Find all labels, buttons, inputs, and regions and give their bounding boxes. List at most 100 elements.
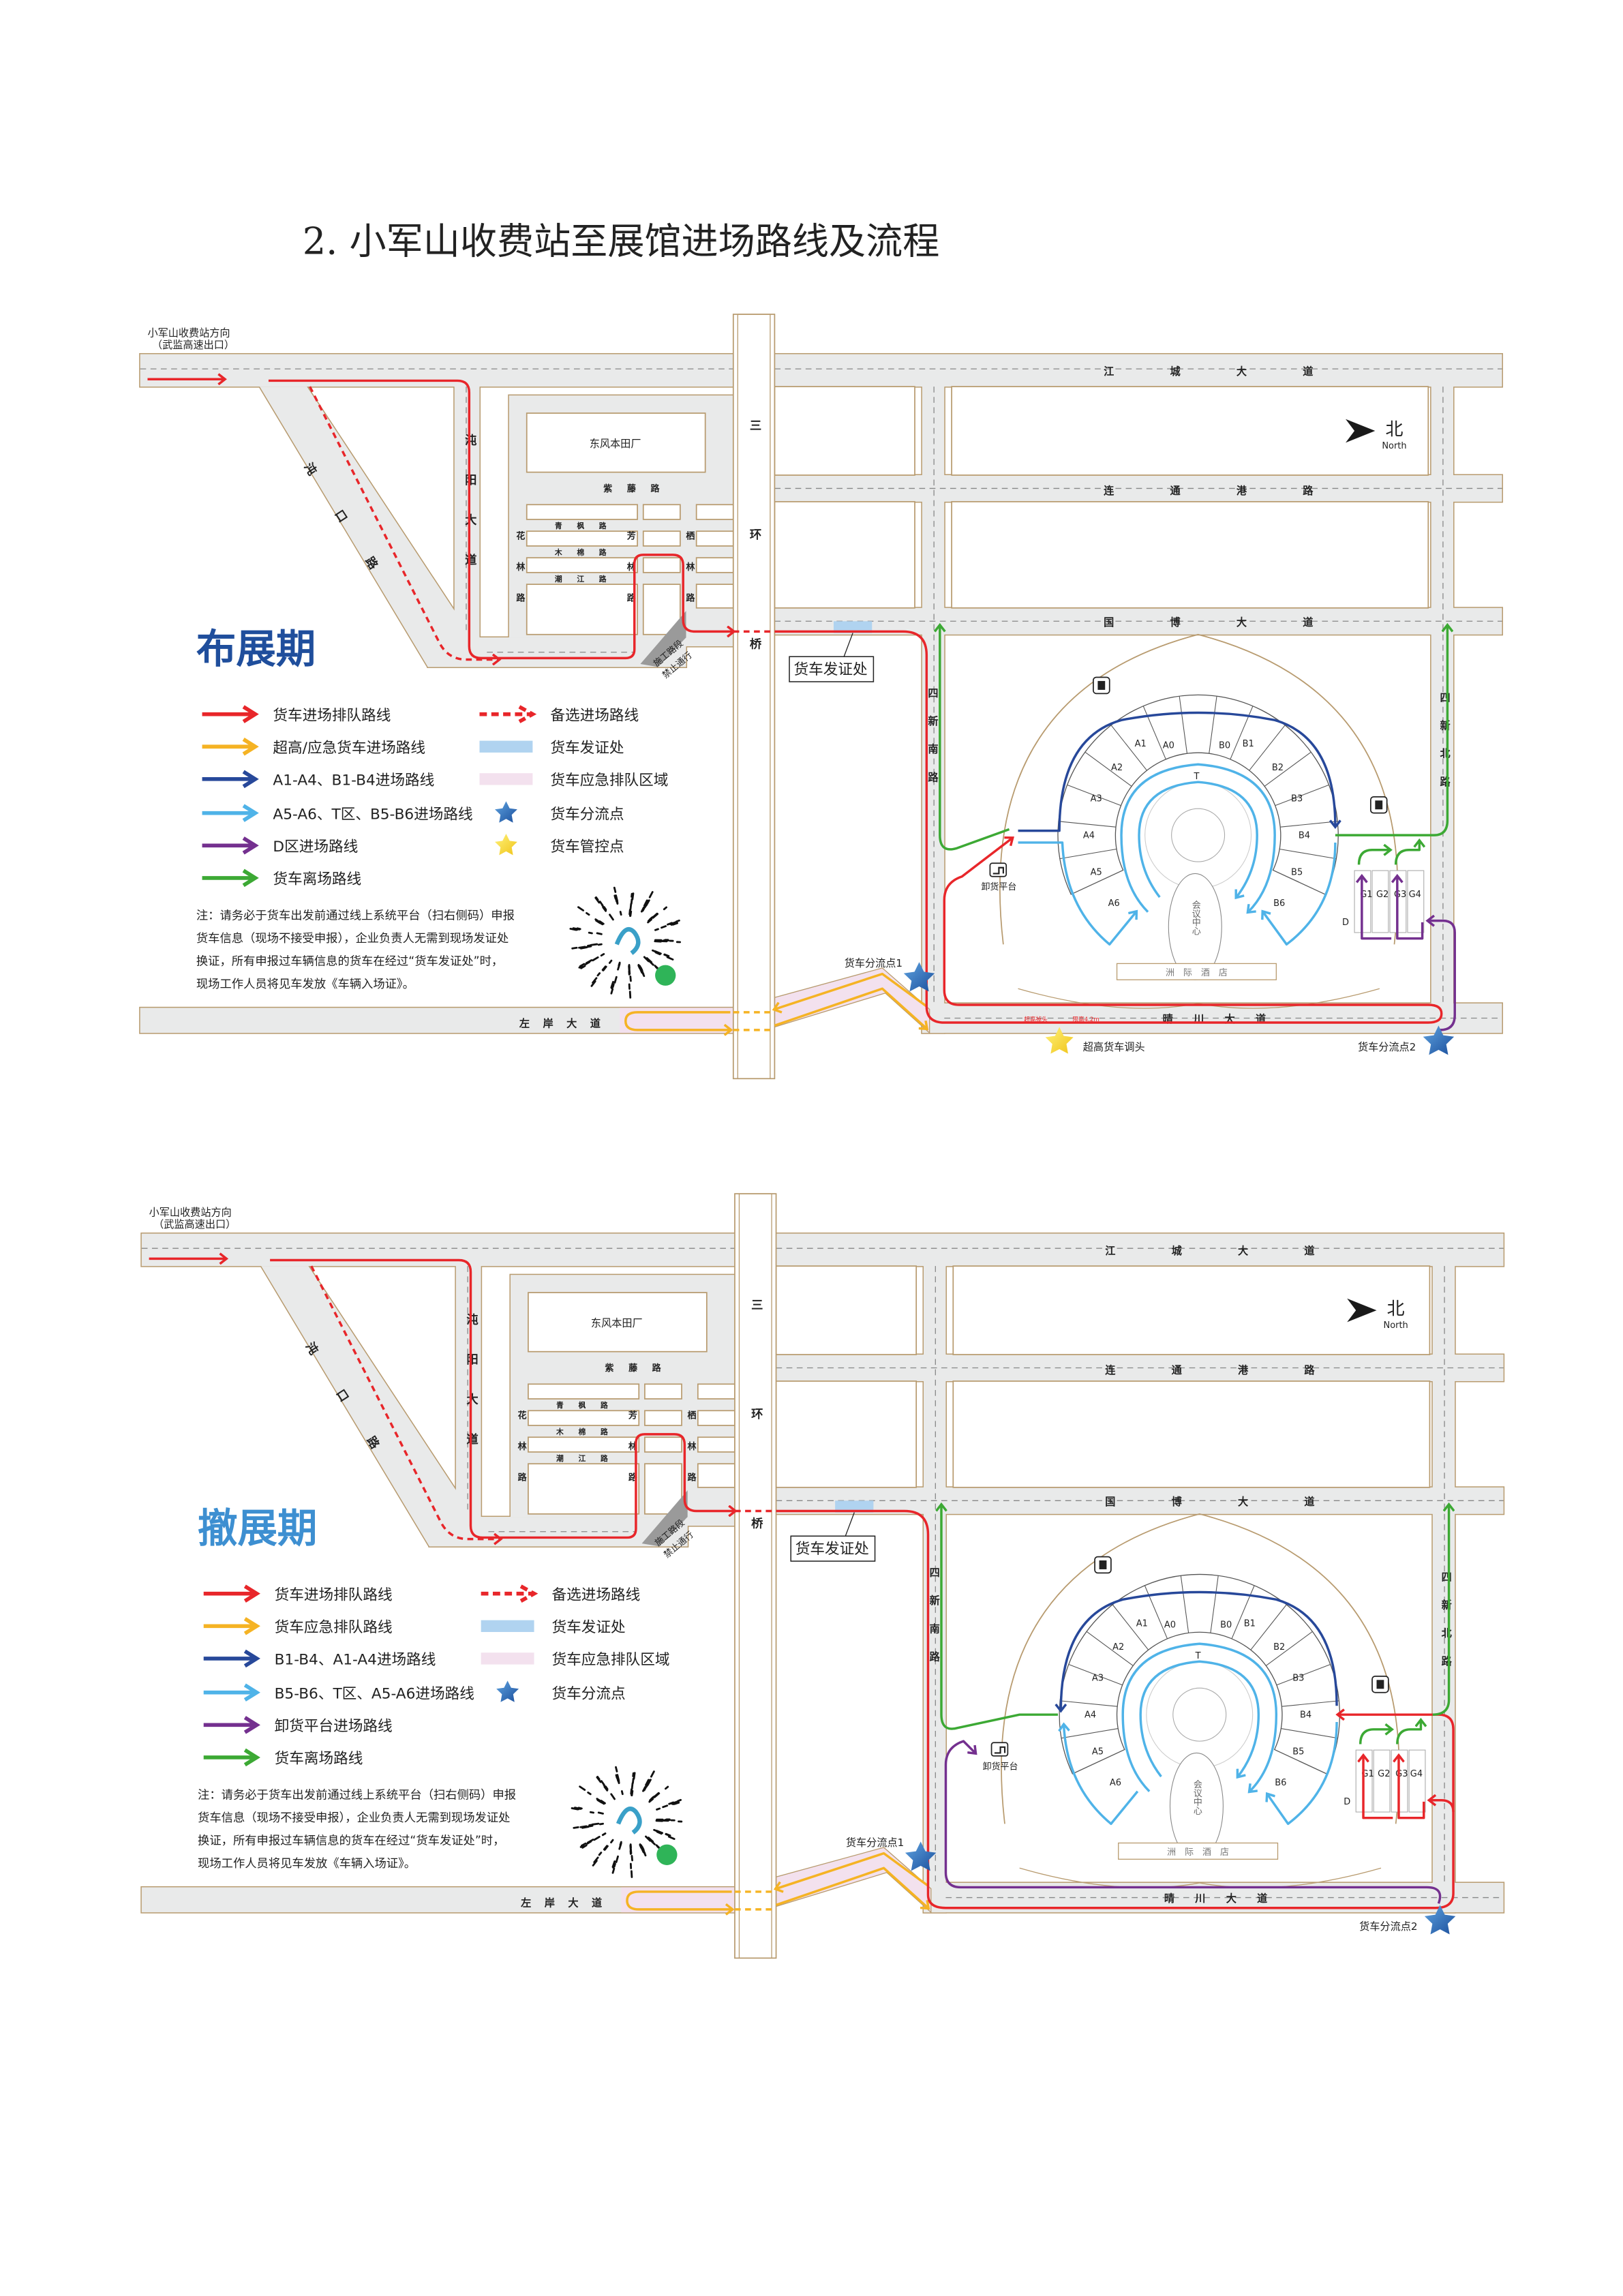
qr-dot xyxy=(578,946,586,949)
qr-dot xyxy=(592,956,599,962)
hall-divider xyxy=(1275,784,1329,806)
hall-label-a6: A6 xyxy=(1110,1778,1121,1788)
unloading-truck-icon xyxy=(994,1746,1006,1754)
legend-item: A5-A6、T区、B5-B6进场路线 xyxy=(202,804,473,823)
legend-label: 卸货平台进场路线 xyxy=(275,1718,393,1735)
central-plaza xyxy=(1171,808,1226,862)
hall-label-g3: G3 xyxy=(1394,890,1406,900)
qr-dot xyxy=(619,911,622,916)
qr-dot xyxy=(666,956,674,961)
qr-dot xyxy=(594,918,601,923)
hall-divider xyxy=(1112,1604,1149,1650)
city-block xyxy=(644,1383,682,1400)
qr-code-icon[interactable] xyxy=(569,886,682,999)
route-a1-a4-b1-b4 xyxy=(1018,711,1335,832)
qr-dot xyxy=(598,1852,603,1856)
qr-dot xyxy=(665,1785,669,1790)
legend-label: B1-B4、A1-A4进场路线 xyxy=(275,1652,436,1669)
hall-label-g4: G4 xyxy=(1409,890,1421,900)
note-line: 注：请务必于货车出发前通过线上系统平台（扫右侧码）申报 xyxy=(196,909,515,922)
qr-dot xyxy=(589,1811,595,1814)
hall-label-a1: A1 xyxy=(1135,739,1147,749)
hall-label-b6: B6 xyxy=(1273,898,1285,909)
legend-label: 货车发证处 xyxy=(552,1619,626,1636)
road-label-fanglin: 芳林路 xyxy=(626,1410,637,1504)
central-plaza xyxy=(1172,1687,1227,1742)
note-line: 换证，所有申报过车辆信息的货车在经过“货车发证处”时， xyxy=(196,955,503,969)
qr-dot xyxy=(597,943,603,946)
hall-label-a5: A5 xyxy=(1092,1747,1104,1757)
legend-item: 货车分流点 xyxy=(494,801,624,823)
hall-divider xyxy=(1250,1604,1287,1650)
route-d-zone xyxy=(1428,921,1456,1031)
marker-label-control: 超高货车调头 xyxy=(1083,1041,1145,1053)
qr-dot xyxy=(646,1779,652,1786)
qr-dot xyxy=(645,899,649,905)
city-block xyxy=(695,530,734,547)
legend-label: 备选进场路线 xyxy=(550,707,639,724)
hall-label-a3: A3 xyxy=(1091,794,1102,804)
exhibition-hall-ring xyxy=(1059,1573,1340,1774)
qr-dot xyxy=(580,965,586,969)
route-entry-queue xyxy=(268,379,733,660)
origin-direction-sublabel: （武监高速出口） xyxy=(153,1218,236,1230)
road-label-qilin: 栖林路 xyxy=(686,1410,696,1504)
place-unloading-platform: 卸货平台 xyxy=(983,1761,1018,1772)
hall-divider xyxy=(1279,848,1337,860)
qr-dot xyxy=(593,1835,601,1841)
qr-dot xyxy=(652,913,659,919)
road xyxy=(455,1260,481,1541)
qr-dot xyxy=(665,1833,670,1837)
legend-item: 备选进场路线 xyxy=(479,705,639,724)
legend-label: 货车离场路线 xyxy=(273,871,361,888)
city-block xyxy=(528,1383,640,1400)
hall-divider xyxy=(1210,1575,1219,1633)
qr-code-icon[interactable] xyxy=(571,1766,683,1878)
qr-dot xyxy=(590,943,598,946)
metro-station-icon xyxy=(1375,800,1383,810)
mini-program-icon xyxy=(655,965,676,986)
hall-divider xyxy=(1180,1575,1189,1633)
exhibition-hall-ring xyxy=(1057,694,1339,895)
road-label-qilin: 栖林路 xyxy=(684,531,694,624)
city-block xyxy=(952,1265,1431,1355)
qr-logo-icon xyxy=(616,1807,642,1834)
road-label-zuoan: 左岸大道 xyxy=(520,1897,616,1909)
legend-dashed-arrow-icon xyxy=(481,1584,539,1603)
road-label-fanglin: 芳林路 xyxy=(625,531,635,624)
legend-item: D区进场路线 xyxy=(202,836,358,856)
legend-arrow-icon xyxy=(203,1748,260,1767)
qr-dot xyxy=(653,1792,661,1798)
hall-label-a0: A0 xyxy=(1164,1620,1176,1630)
qr-dot xyxy=(598,901,604,907)
qr-dot xyxy=(573,1826,579,1829)
qr-dot xyxy=(592,977,598,984)
hall-label-g2: G2 xyxy=(1376,890,1389,900)
qr-dot xyxy=(673,1801,680,1805)
road-label-qingfeng: 青枫路 xyxy=(556,1400,622,1410)
metro-station-icon xyxy=(1376,1680,1384,1689)
road-label-sanhuanqiao: 三环桥 xyxy=(747,419,761,747)
legend-label: 货车应急排队路线 xyxy=(275,1619,393,1636)
road-label-jiangcheng: 江城大道 xyxy=(1105,1245,1371,1257)
legend-item: 货车进场排队路线 xyxy=(203,1584,393,1603)
road-label-mumian: 木棉路 xyxy=(556,1427,622,1436)
city-block xyxy=(695,504,734,520)
qr-dot xyxy=(662,1804,669,1809)
route-d-zone xyxy=(1362,877,1392,940)
city-block xyxy=(642,530,681,547)
legend-arrow-icon xyxy=(202,770,259,789)
road-label-guobo: 国博大道 xyxy=(1105,1496,1371,1508)
route-emergency xyxy=(774,987,926,1028)
qr-dot xyxy=(596,932,603,935)
qr-dot xyxy=(616,1774,620,1782)
hall-g-block xyxy=(1371,870,1389,933)
qr-dot xyxy=(605,1785,609,1790)
legend-label: B5-B6、T区、A5-A6进场路线 xyxy=(275,1685,474,1702)
construction-area xyxy=(640,611,686,667)
origin-direction-sublabel: （武监高速出口） xyxy=(152,339,234,351)
road-label-sixinnan: 四新南路 xyxy=(928,1567,940,1680)
route-entry-g xyxy=(1399,1756,1425,1819)
qr-dot xyxy=(603,1845,608,1851)
